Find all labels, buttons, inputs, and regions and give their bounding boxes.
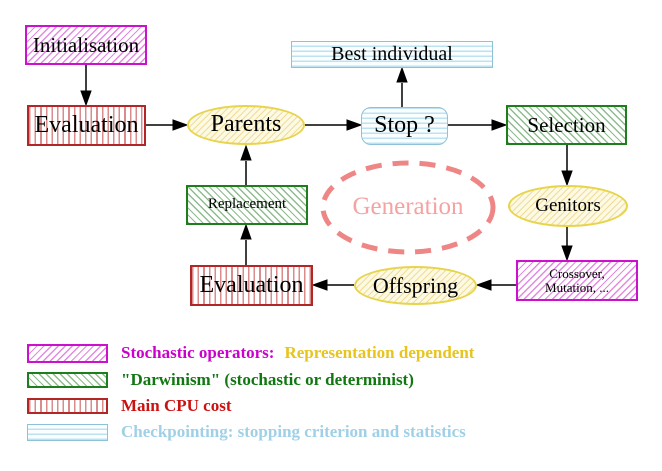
arrow-selection-to-genitors	[561, 145, 573, 187]
legend-row-stochastic-operators: Stochastic operators: Representation dep…	[27, 342, 474, 364]
node-parents-label: Parents	[210, 111, 282, 138]
node-offspring-label: Offspring	[372, 272, 459, 298]
arrow-crossover-to-offspring	[475, 279, 516, 291]
node-crossover-mutation: Crossover, Mutation, ...	[516, 260, 638, 301]
arrow-stop-to-best-individual	[396, 66, 408, 107]
legend-label-representation-dependent: Representation dependent	[284, 343, 475, 362]
arrow-genitors-to-crossover	[561, 227, 573, 262]
node-best-individual-label: Best individual	[331, 43, 453, 65]
node-generation: Generation	[323, 163, 493, 252]
legend-label-main-cpu-cost: Main CPU cost	[121, 396, 232, 415]
legend-row-darwinism: "Darwinism" (stochastic or determinist)	[27, 369, 414, 391]
node-replacement-label: Replacement	[207, 196, 287, 213]
node-initialisation-label: Initialisation	[32, 32, 140, 57]
generation-dashed-ellipse	[320, 160, 496, 255]
node-stop: Stop ?	[361, 107, 448, 145]
node-genitors: Genitors	[508, 185, 628, 227]
legend-row-main-cpu-cost: Main CPU cost	[27, 395, 231, 417]
arrow-evaluation-to-parents	[146, 119, 189, 131]
node-offspring: Offspring	[354, 266, 477, 305]
node-best-individual: Best individual	[291, 41, 493, 68]
node-evaluation-top-label: Evaluation	[34, 111, 139, 138]
arrow-replacement-to-parents	[240, 144, 252, 185]
node-selection-label: Selection	[527, 112, 606, 137]
arrow-stop-to-selection	[448, 119, 508, 131]
node-replacement: Replacement	[186, 185, 308, 225]
arrow-initialisation-to-evaluation	[80, 65, 92, 107]
node-evaluation-bottom: Evaluation	[190, 265, 313, 306]
legend-label-darwinism: "Darwinism" (stochastic or determinist)	[121, 370, 414, 389]
legend-swatch-cyan-stripes	[27, 423, 108, 441]
node-initialisation: Initialisation	[25, 25, 147, 65]
node-crossover-line2: Mutation, ...	[545, 279, 609, 295]
node-parents: Parents	[187, 105, 305, 145]
node-generation-label: Generation	[352, 193, 464, 221]
arrow-offspring-to-evaluation	[311, 279, 354, 291]
legend-swatch-green-hatch	[27, 372, 108, 388]
node-evaluation-bottom-label: Evaluation	[199, 271, 304, 298]
legend-row-checkpointing: Checkpointing: stopping criterion and st…	[27, 421, 466, 443]
legend-label-stochastic-operators: Stochastic operators:	[121, 343, 275, 362]
arrow-evaluation-to-replacement	[240, 223, 252, 265]
legend-swatch-red-stripes	[27, 398, 108, 414]
node-selection: Selection	[506, 105, 627, 145]
legend-swatch-magenta-hatch	[27, 343, 108, 363]
arrow-parents-to-stop	[305, 119, 363, 131]
legend-label-checkpointing: Checkpointing: stopping criterion and st…	[121, 422, 466, 441]
node-crossover-line1: Crossover,	[549, 265, 605, 281]
node-evaluation-top: Evaluation	[27, 105, 146, 146]
node-stop-label: Stop ?	[374, 112, 435, 139]
node-genitors-label: Genitors	[535, 195, 601, 217]
